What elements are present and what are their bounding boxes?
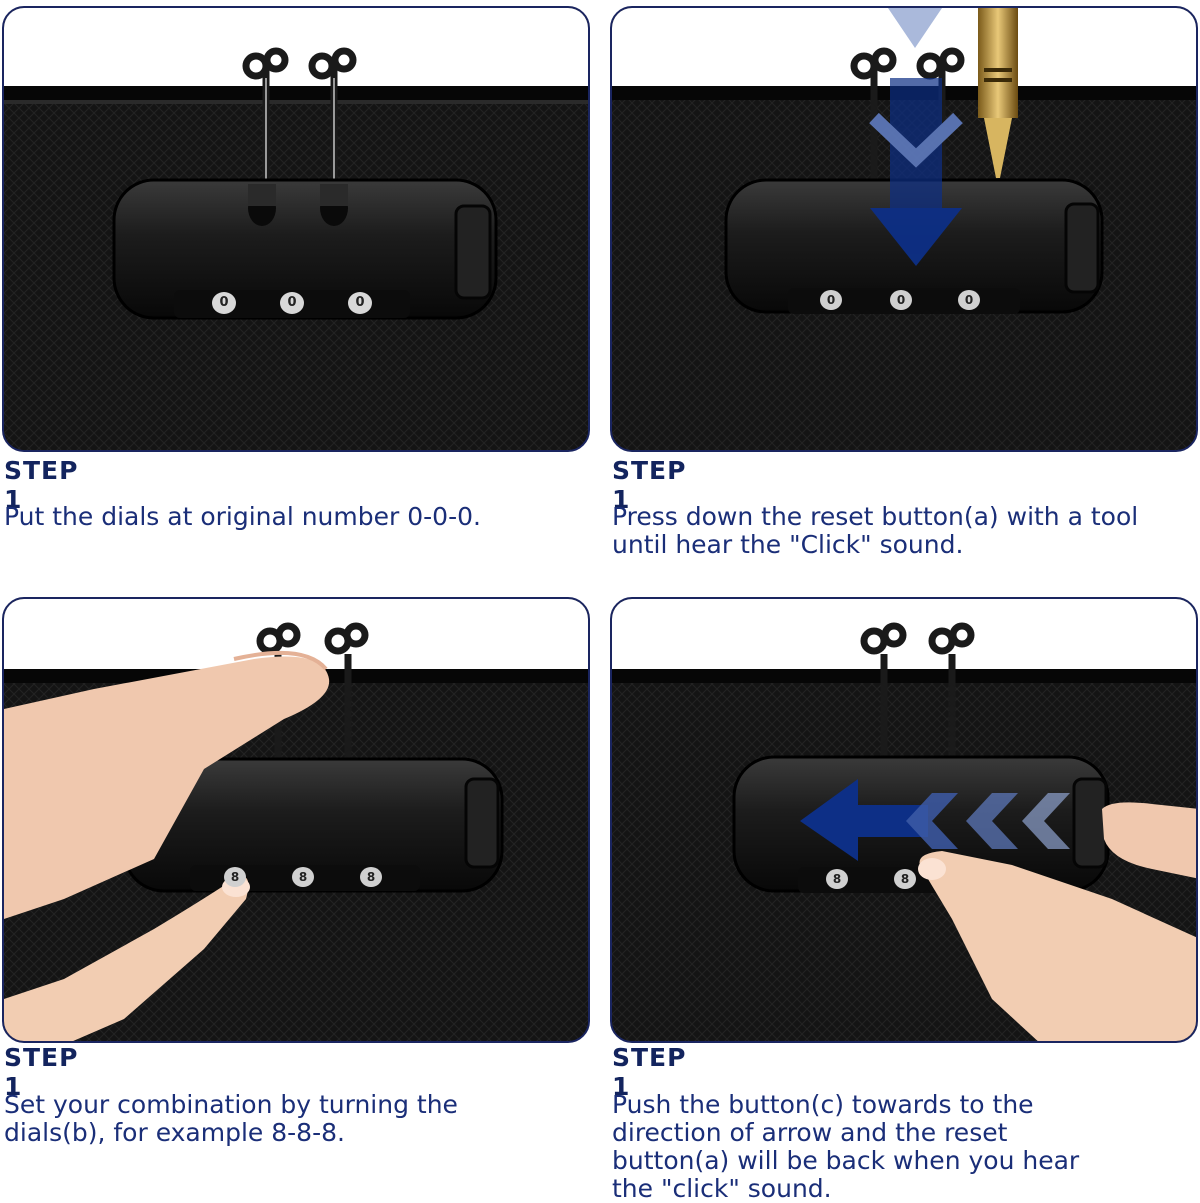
step-4-description: Push the button(c) towards to the direct… — [612, 1090, 1080, 1203]
hand-illustration — [4, 650, 330, 1041]
dial-3[interactable]: 0 — [958, 290, 980, 310]
push-left-arrow-icon — [800, 779, 1070, 861]
press-down-arrow-icon — [869, 8, 963, 266]
step-4-title: STEP 1 — [612, 1043, 687, 1101]
step-3-title: STEP 1 — [4, 1043, 79, 1101]
step-2-description: Press down the reset button(a) with a to… — [612, 502, 1139, 559]
pen-tool — [978, 8, 1018, 178]
dial-3[interactable]: 0 — [348, 292, 372, 314]
step-1-image: 0 0 0 — [2, 6, 590, 452]
dial-2[interactable]: 8 — [894, 869, 916, 889]
dial-2[interactable]: 0 — [890, 290, 912, 310]
step-1-title: STEP 1 — [4, 456, 79, 514]
dial-1[interactable]: 0 — [820, 290, 842, 310]
hand-illustration — [918, 802, 1196, 1041]
dial-1[interactable]: 0 — [212, 292, 236, 314]
dial-1[interactable]: 8 — [224, 867, 246, 887]
step-1-description: Put the dials at original number 0-0-0. — [4, 502, 481, 531]
step-3-image: 8 8 8 — [2, 597, 590, 1043]
step-2-title: STEP 1 — [612, 456, 687, 514]
dial-2[interactable]: 0 — [280, 292, 304, 314]
dial-1[interactable]: 8 — [826, 869, 848, 889]
step-2-image: 0 0 0 — [610, 6, 1198, 452]
step-3-description: Set your combination by turning the dial… — [4, 1090, 458, 1147]
step-4-image: 8 8 — [610, 597, 1198, 1043]
dial-3[interactable]: 8 — [360, 867, 382, 887]
dial-2[interactable]: 8 — [292, 867, 314, 887]
